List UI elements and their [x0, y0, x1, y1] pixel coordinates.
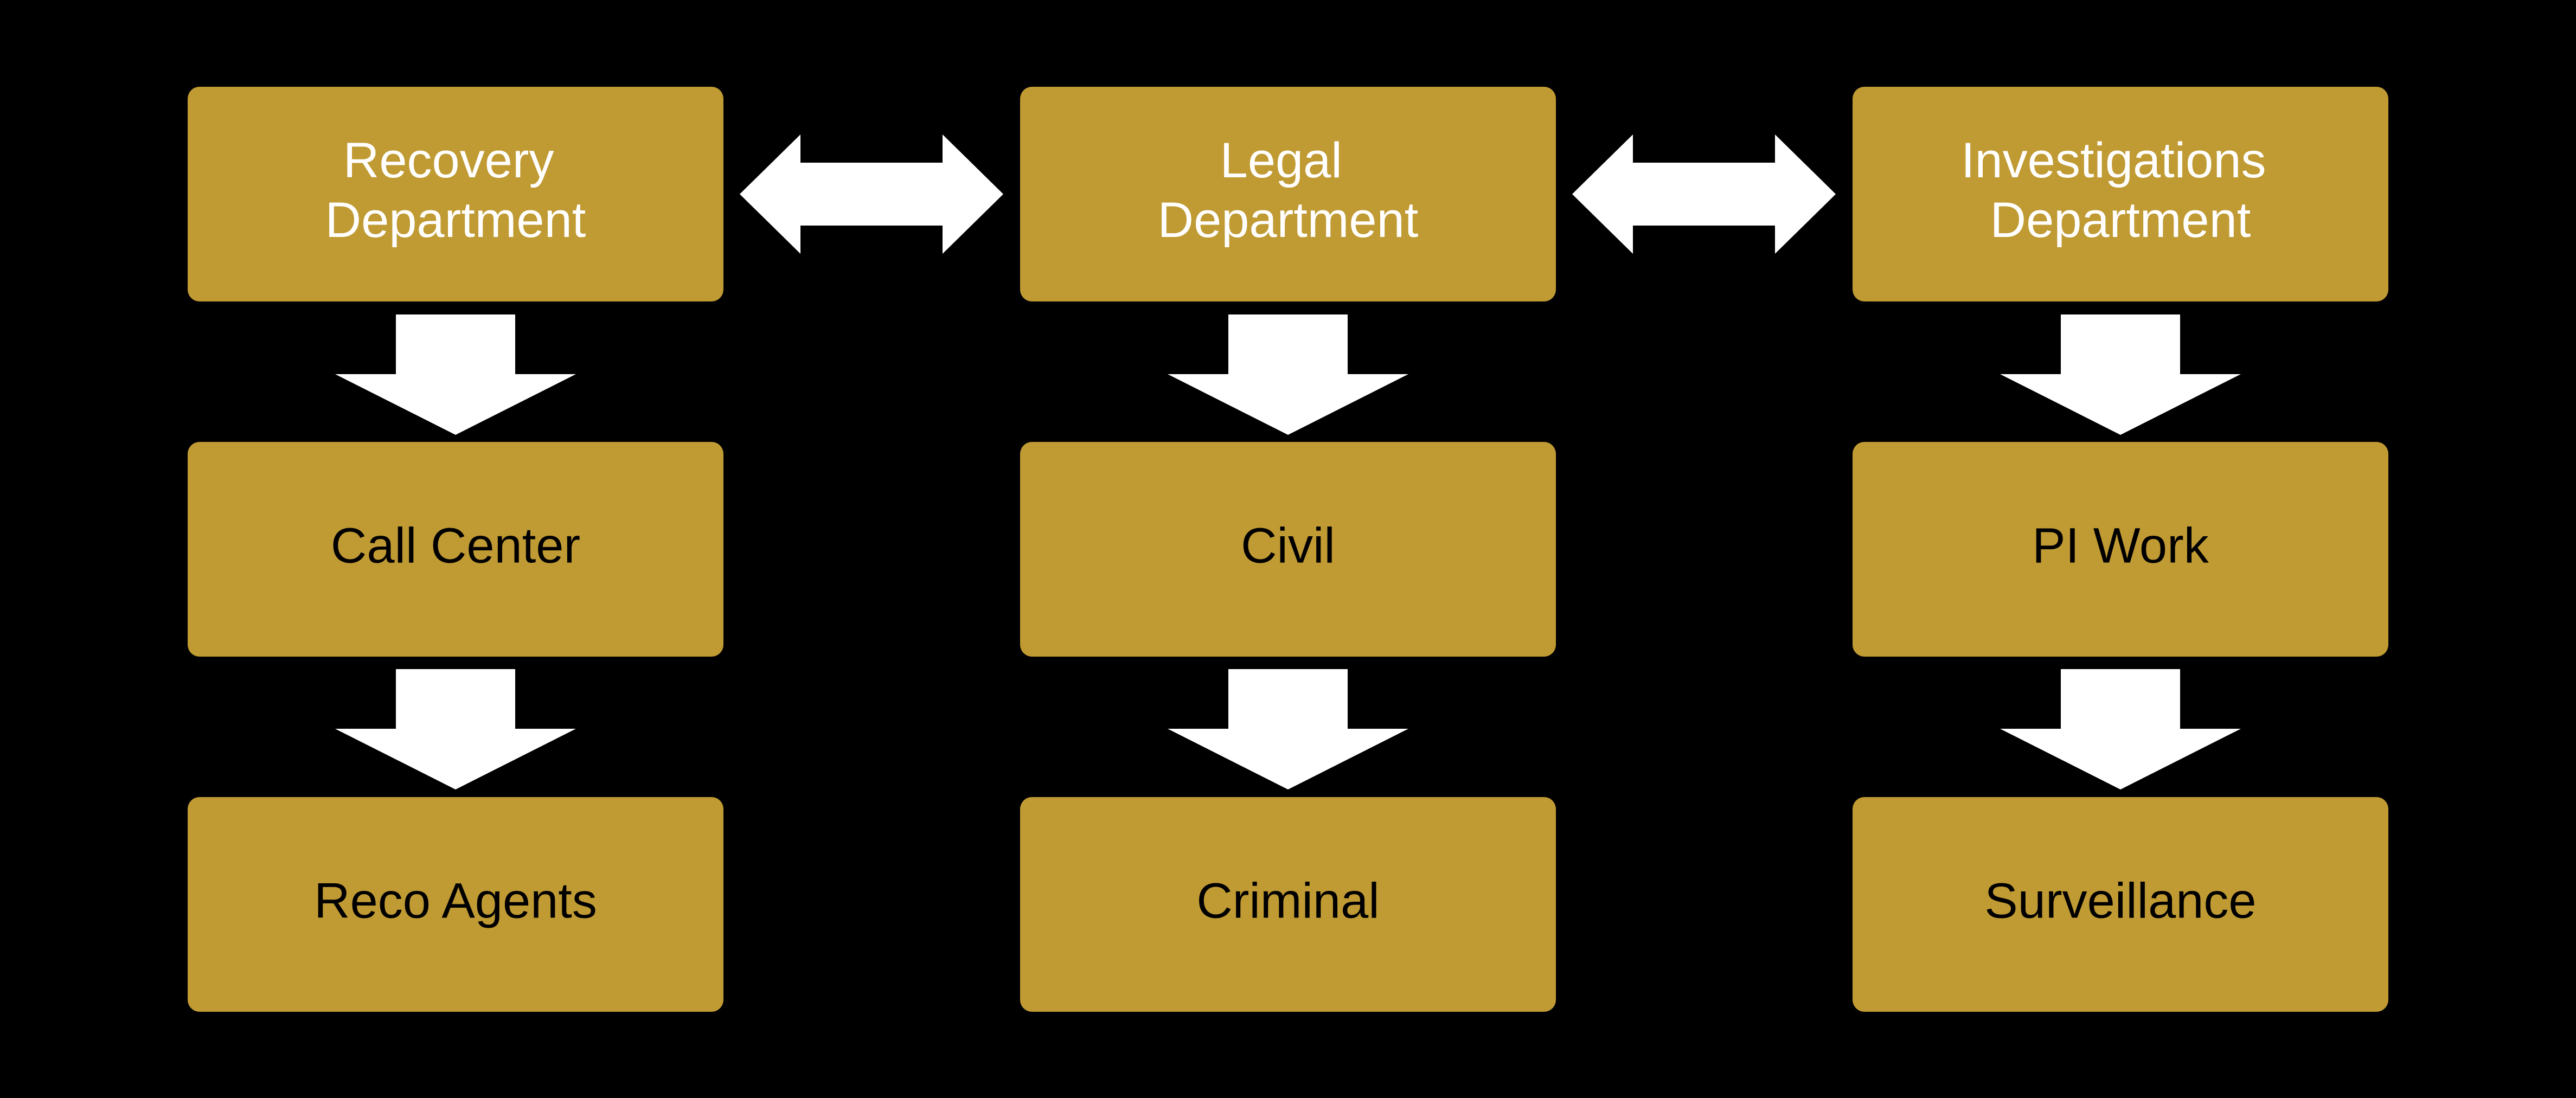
- svg-text:Legal Department: Legal Department: [1158, 133, 1419, 248]
- investigations-department-box: Investigations Department: [1853, 87, 2388, 301]
- svg-text:Recovery Department: Recovery Department: [325, 133, 586, 248]
- down-arrow-icon: [335, 314, 576, 435]
- down-arrow-icon: [2000, 314, 2241, 435]
- down-arrow-icon: [335, 669, 576, 789]
- recovery-header-line-2: Department: [325, 192, 586, 248]
- legal-department-box: Legal Department: [1020, 87, 1556, 301]
- legal-header-line-1: Legal: [1220, 133, 1342, 188]
- reco-agents-box: Reco Agents: [188, 797, 723, 1012]
- down-arrow-icon: [2000, 669, 2241, 789]
- civil-label: Civil: [1241, 518, 1335, 573]
- call-center-label: Call Center: [331, 518, 580, 573]
- civil-box: Civil: [1020, 442, 1556, 657]
- investigations-column: Investigations Department PI Work Survei…: [1853, 87, 2388, 1012]
- recovery-column: Recovery Department Call Center Reco Age…: [188, 87, 723, 1012]
- legal-column: Legal Department Civil Criminal: [1020, 87, 1556, 1012]
- surveillance-box: Surveillance: [1853, 797, 2388, 1012]
- recovery-department-box: Recovery Department: [188, 87, 723, 301]
- reco-agents-label: Reco Agents: [314, 873, 597, 928]
- svg-text:Investigations Departm: Investigations Department: [1961, 133, 2280, 248]
- investigations-header-line-2: Department: [1990, 192, 2251, 248]
- double-arrow-icon: [1572, 134, 1836, 254]
- criminal-box: Criminal: [1020, 797, 1556, 1012]
- pi-work-box: PI Work: [1853, 442, 2388, 657]
- pi-work-label: PI Work: [2032, 518, 2209, 573]
- down-arrow-icon: [1168, 669, 1408, 789]
- down-arrow-icon: [1168, 314, 1408, 435]
- legal-header-line-2: Department: [1158, 192, 1419, 248]
- criminal-label: Criminal: [1196, 873, 1379, 928]
- call-center-box: Call Center: [188, 442, 723, 657]
- double-arrow-icon: [740, 134, 1003, 254]
- recovery-header-line-1: Recovery: [343, 133, 554, 188]
- investigations-header-line-1: Investigations: [1961, 133, 2266, 188]
- surveillance-label: Surveillance: [1984, 873, 2256, 928]
